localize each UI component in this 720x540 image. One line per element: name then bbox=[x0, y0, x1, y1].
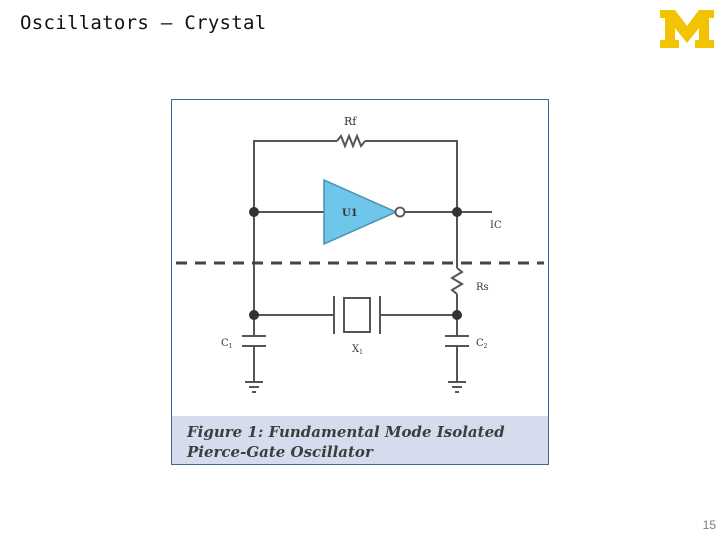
label-c2: C2 bbox=[476, 338, 488, 350]
slide-title: Oscillators – Crystal bbox=[20, 12, 267, 34]
label-c2-main: C bbox=[476, 338, 484, 349]
label-ic: IC bbox=[490, 220, 502, 231]
label-c1-main: C bbox=[221, 338, 229, 349]
label-c1: C1 bbox=[221, 338, 232, 350]
circuit-diagram: Rf U1 IC Rs X1 C1 C2 bbox=[176, 115, 544, 393]
circuit-figure: Rf U1 IC Rs X1 C1 C2 Figure 1: Fundament… bbox=[171, 99, 549, 465]
label-c1-sub: 1 bbox=[229, 343, 233, 350]
label-x1: X1 bbox=[352, 344, 363, 356]
feedback-wire-right bbox=[365, 140, 458, 212]
block-m-logo-icon bbox=[660, 10, 714, 48]
amplifier-triangle bbox=[323, 178, 398, 246]
feedback-wire bbox=[253, 140, 337, 212]
feedback-resistor bbox=[336, 133, 366, 149]
page-number: 15 bbox=[702, 518, 716, 532]
label-x1-sub: 1 bbox=[359, 349, 363, 356]
figure-caption: Figure 1: Fundamental Mode Isolated Pier… bbox=[172, 416, 548, 464]
junction-dot bbox=[249, 310, 259, 320]
junction-dot bbox=[452, 207, 462, 217]
label-rf: Rf bbox=[344, 115, 357, 128]
crystal-element bbox=[343, 297, 371, 333]
label-u1: U1 bbox=[342, 208, 358, 219]
label-x1-main: X bbox=[352, 344, 360, 355]
caption-line-2: Pierce-Gate Oscillator bbox=[187, 443, 373, 461]
junction-dot bbox=[249, 207, 259, 217]
caption-line-1: Figure 1: Fundamental Mode Isolated bbox=[187, 423, 505, 441]
label-c2-sub: 2 bbox=[484, 343, 488, 350]
inverter-bubble bbox=[394, 206, 406, 218]
series-resistor bbox=[450, 267, 464, 295]
junction-dot bbox=[452, 310, 462, 320]
label-rs: Rs bbox=[476, 282, 489, 293]
